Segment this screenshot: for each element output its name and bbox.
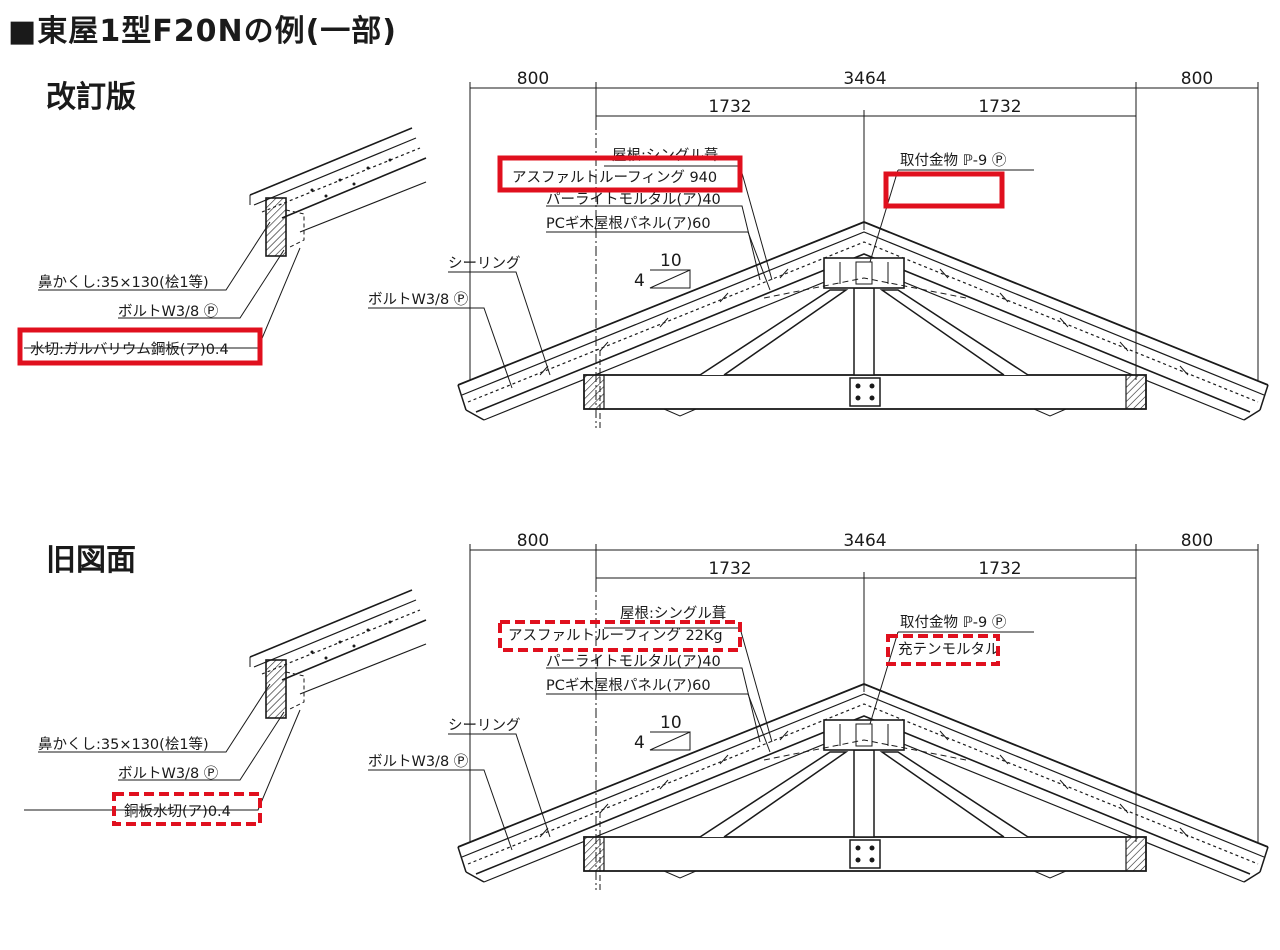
detail-bolt-label: ボルトW3/8 Ⓟ <box>118 765 218 782</box>
section-label-old: 旧図面 <box>46 543 136 578</box>
detail-nose-label: 鼻かくし:35×130(桧1等) <box>38 735 209 753</box>
dim-half-right: 1732 <box>978 559 1021 579</box>
highlight-flashing <box>112 792 262 826</box>
highlight-flashing <box>17 327 263 366</box>
detail-flashing-label: 銅板水切(ア)0.4 <box>124 802 231 820</box>
dim-left: 800 <box>517 69 549 89</box>
label-panel: PCギ木屋根パネル(ア)60 <box>546 677 711 694</box>
page-title: ■東屋1型F20Nの例(一部) <box>8 14 397 49</box>
pitch-rise: 10 <box>660 713 682 733</box>
dim-left: 800 <box>517 531 549 551</box>
label-roofing: アスファルトルーフィング 22Kg <box>508 627 723 644</box>
label-mortar: パーライトモルタル(ア)40 <box>546 653 721 670</box>
eave-detail-old <box>23 589 427 811</box>
highlight-fitting-note <box>883 171 1005 209</box>
label-bolt: ボルトW3/8 Ⓟ <box>368 291 468 308</box>
pitch-rise: 10 <box>660 251 682 271</box>
panel-old: 800 3464 800 1732 1732 屋根:シングル葺 アスファルトルー… <box>23 531 1269 891</box>
label-fitting-note: 充テンモルタル <box>898 641 1000 658</box>
dim-half-left: 1732 <box>708 559 751 579</box>
highlight-fitting-note <box>886 634 1000 666</box>
pitch-run: 4 <box>634 271 645 291</box>
truss-elevation-old <box>367 543 1269 891</box>
panel-revised: 800 3464 800 1732 1732 屋根:シングル葺 アスファルトルー… <box>17 69 1269 429</box>
dim-center: 3464 <box>843 69 886 89</box>
label-sealing: シーリング <box>448 717 521 734</box>
truss-elevation-revised <box>367 81 1269 429</box>
label-sealing: シーリング <box>448 255 521 272</box>
pitch-run: 4 <box>634 733 645 753</box>
label-mortar: パーライトモルタル(ア)40 <box>546 191 721 208</box>
highlight-roofing <box>498 620 742 652</box>
highlight-roofing <box>497 155 743 193</box>
dim-half-left: 1732 <box>708 97 751 117</box>
dim-right: 800 <box>1181 531 1213 551</box>
dim-half-right: 1732 <box>978 97 1021 117</box>
label-bolt: ボルトW3/8 Ⓟ <box>368 753 468 770</box>
label-fitting: 取付金物 ℙ-9 Ⓟ <box>900 614 1006 631</box>
section-label-revised: 改訂版 <box>46 80 136 115</box>
detail-nose-label: 鼻かくし:35×130(桧1等) <box>38 273 209 291</box>
detail-bolt-label: ボルトW3/8 Ⓟ <box>118 303 218 320</box>
label-roofing: アスファルトルーフィング 940 <box>512 169 717 186</box>
label-panel: PCギ木屋根パネル(ア)60 <box>546 215 711 232</box>
label-roof: 屋根:シングル葺 <box>620 605 726 622</box>
label-fitting: 取付金物 ℙ-9 Ⓟ <box>900 152 1006 169</box>
eave-detail-revised <box>23 127 427 349</box>
dim-right: 800 <box>1181 69 1213 89</box>
dim-center: 3464 <box>843 531 886 551</box>
detail-flashing-label: 水切:ガルバリウム鋼板(ア)0.4 <box>30 340 229 358</box>
